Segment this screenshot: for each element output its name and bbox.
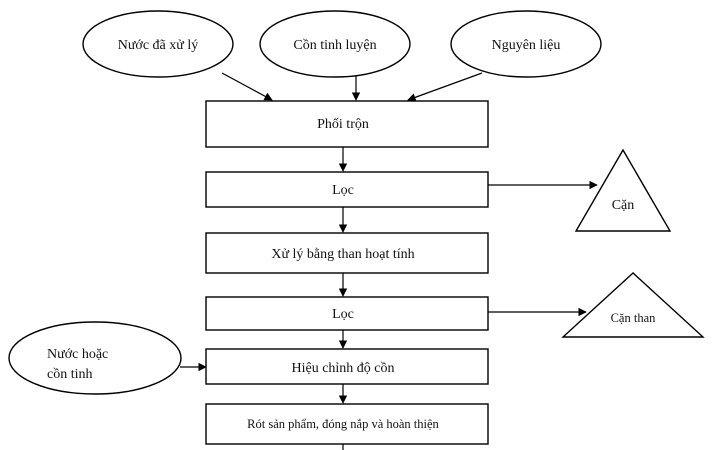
output-residue-label: Cặn [612, 198, 635, 213]
input-refined-alcohol-label: Cồn tinh luyện [293, 38, 376, 53]
output-carbon-residue: Cặn than [561, 272, 705, 338]
input-refined-alcohol: Cồn tinh luyện [259, 10, 411, 78]
output-carbon-residue-label: Cặn than [611, 311, 657, 325]
step-filter-1-label: Lọc [332, 183, 354, 198]
arrow-raw-material-to-mixing [407, 72, 483, 102]
step-carbon-treatment-label: Xử lý bằng than hoạt tính [271, 247, 414, 262]
step-bottling-label: Rót sản phẩm, đóng nắp và hoàn thiện [247, 417, 439, 431]
step-mixing-label: Phối trộn [317, 117, 369, 132]
arrow-treated-water-to-mixing [221, 72, 273, 101]
flow-edges [180, 72, 598, 450]
input-water-or-alcohol-label-line2: cồn tinh [47, 367, 93, 382]
step-alcohol-adjust: Hiệu chỉnh độ cồn [205, 348, 489, 385]
step-bottling: Rót sản phẩm, đóng nắp và hoàn thiện [205, 403, 489, 445]
input-treated-water: Nước đã xử lý [82, 10, 234, 78]
output-residue: Cặn [574, 148, 672, 232]
input-treated-water-label: Nước đã xử lý [118, 38, 199, 53]
step-mixing: Phối trộn [205, 100, 489, 148]
step-filter-2-label: Lọc [332, 307, 354, 322]
step-carbon-treatment: Xử lý bằng than hoạt tính [205, 232, 489, 274]
input-water-or-alcohol: Nước hoặc cồn tinh [8, 321, 182, 395]
input-raw-material: Nguyên liệu [450, 10, 602, 78]
step-filter-2: Lọc [205, 296, 489, 331]
step-filter-1: Lọc [205, 171, 489, 208]
input-water-or-alcohol-label-line1: Nước hoặc [47, 347, 108, 362]
step-alcohol-adjust-label: Hiệu chỉnh độ cồn [291, 361, 394, 376]
input-raw-material-label: Nguyên liệu [492, 38, 561, 53]
